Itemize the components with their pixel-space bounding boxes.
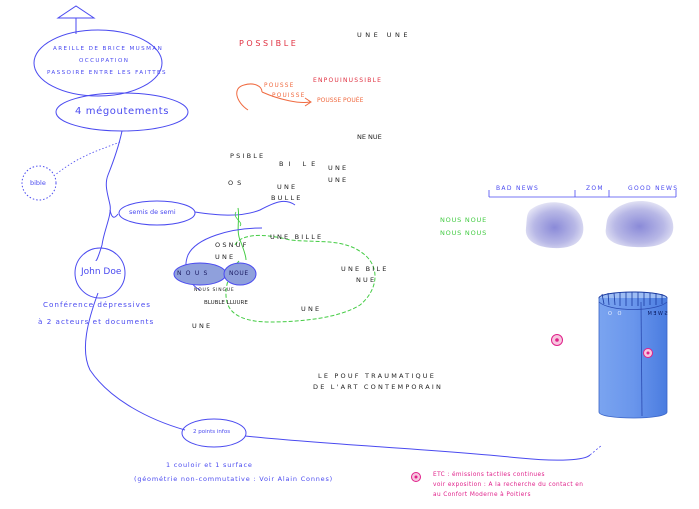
bottom-dashed-end [589, 444, 603, 456]
osnuf-label: OSNUF [215, 241, 249, 249]
semis-to-bulle-line [194, 200, 296, 216]
etc-line2: voir exposition : A la recherche du cont… [433, 482, 584, 488]
magenta-dot-2 [643, 348, 653, 358]
green-connector [237, 207, 247, 261]
enpouinussible-label: ENPOUINUSSIBLE [313, 77, 383, 84]
semis-link [109, 209, 119, 218]
noue-label: NOUE [229, 270, 249, 277]
zom-label: ZOM [586, 185, 604, 192]
pouf-left-label: O O [608, 311, 624, 317]
top-oval [33, 29, 163, 97]
john-doe-circle [74, 247, 126, 299]
pouf-cylinder [598, 291, 668, 419]
magenta-dot-1 [551, 334, 563, 346]
bottom-long-line [244, 435, 591, 461]
pousse-label: POUSSE [264, 83, 295, 89]
pouf-right-label: SWEM [646, 311, 668, 317]
nous-label: N O U S [177, 270, 209, 277]
two-points-label: 2 points infos [193, 429, 231, 435]
noue-oval [223, 262, 257, 286]
megoutements-label: 4 mégoutements [75, 106, 170, 117]
nous-noue-line2: NOUS NOUS [440, 229, 487, 237]
bluble-lluure-label: BLUBLE LLUURE [204, 300, 248, 306]
psible-label: PSIBLE [230, 152, 266, 160]
ne-nue-label: NE NUE [357, 133, 382, 141]
possible-label: POSSIBLE [239, 39, 299, 48]
two-points-oval [181, 418, 247, 448]
bad-news-label: BAD NEWS [496, 185, 540, 192]
pouf-line2: DE L'ART CONTEMPORAIN [313, 383, 444, 391]
une-label-6: UNE [301, 305, 322, 313]
green-loop [225, 234, 376, 323]
semis-oval [118, 200, 196, 226]
bible-label: bible [30, 179, 46, 187]
une-une-label: UNE UNE [357, 31, 412, 39]
une-label-1: UNE [328, 164, 349, 172]
good-news-label: GOOD NEWS [628, 185, 679, 192]
etc-line3: au Confort Moderne à Poitiers [433, 492, 531, 498]
pousse-pouee-label: POUSSE POUÉE [317, 97, 364, 104]
conference-line1: Conférence dépressives [43, 300, 152, 309]
orange-arrow [236, 83, 311, 111]
magenta-dot-legend [411, 472, 421, 482]
pouisse-label: POUISSE [272, 93, 306, 99]
orange-arrow-head [304, 97, 312, 107]
pouf-line1: LE POUF TRAUMATIQUE [318, 372, 437, 380]
nous-singue-label: NOUS SINGUE [194, 288, 235, 293]
une-bille-label: UNE BILLE [270, 233, 324, 241]
une-label-2: UNE [328, 176, 349, 184]
une-label-5: UNE [192, 322, 213, 330]
etc-line1: ETC : émissions tactiles continues [433, 472, 545, 478]
une-label-4: UNE [215, 253, 236, 261]
good-news-blob [605, 201, 674, 248]
john-doe-label: John Doe [81, 267, 122, 277]
bulle-label: BULLE [271, 194, 303, 202]
semis-label: semis de semi [129, 208, 176, 216]
green-connector-b [234, 211, 242, 227]
nue-label: NUE [356, 276, 377, 284]
bad-news-blob [525, 202, 584, 249]
bi-le-label: BI LE [279, 160, 321, 168]
spine-line [95, 130, 123, 261]
os-label: OS [228, 179, 246, 187]
une-bile-label: UNE BILE [341, 265, 389, 273]
conference-line2: à 2 acteurs et documents [38, 317, 155, 326]
top-triangle [56, 5, 96, 19]
top-oval-line1: AREILLE DE BRICE MUSMAN [53, 46, 164, 52]
couloir-line1: 1 couloir et 1 surface [166, 461, 253, 469]
bible-circle [21, 165, 57, 201]
dotted-bible-link [54, 141, 121, 176]
long-bottom-curve [84, 292, 186, 431]
top-oval-line3: PASSOIRE ENTRE LES FAITTES [47, 70, 167, 76]
couloir-line2: (géométrie non-commutative : Voir Alain … [134, 475, 333, 483]
une-label-3: UNE [277, 183, 298, 191]
top-oval-line2: OCCUPATION [79, 58, 130, 64]
nous-noue-line1: NOUS NOUE [440, 216, 487, 224]
